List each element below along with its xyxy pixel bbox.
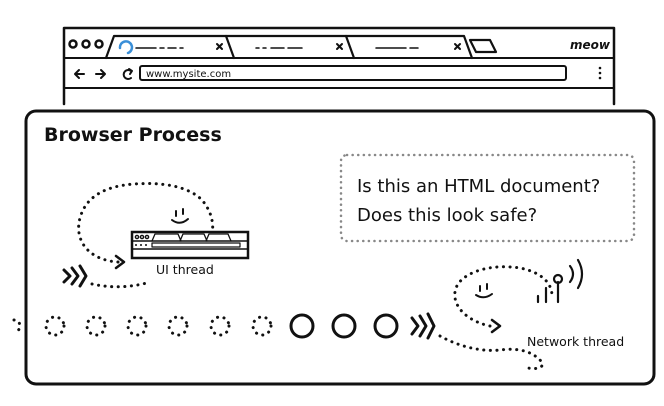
new-tab-button[interactable] [468,38,498,54]
network-signal-antenna-icon [536,258,584,304]
ui-thread-label: UI thread [156,262,214,277]
question-line-2: Does this look safe? [357,205,537,226]
network-signal-chevrons [410,312,436,340]
kebab-menu-icon[interactable] [598,66,602,80]
message-circle-solid-3 [373,313,399,339]
tab-2[interactable] [224,34,356,60]
message-circle-solid-1 [289,313,315,339]
reload-icon[interactable] [122,68,133,80]
network-thread-character: Network thread [438,258,624,370]
network-thread-label: Network thread [527,334,624,349]
ui-thread-arrow-head [114,254,126,270]
close-window-icon[interactable] [68,39,78,49]
close-tab-2-icon[interactable] [336,43,343,50]
close-tab-3-icon[interactable] [454,43,461,50]
message-circle-faint-5 [209,315,231,337]
question-bubble [339,153,636,243]
maximize-window-icon[interactable] [94,39,104,49]
ui-thread-character: UI thread [77,182,250,277]
window-controls[interactable] [68,39,104,49]
message-circle-faint-1 [44,315,66,337]
browser-process-title: Browser Process [44,124,222,146]
message-circles-row [12,313,399,339]
loading-spinner-icon [118,40,134,55]
tab-3[interactable] [344,34,474,60]
forward-arrow-icon[interactable] [95,69,106,79]
question-line-1: Is this an HTML document? [357,176,600,197]
browser-process-panel [24,109,656,386]
panel-backdrop [0,106,664,406]
ui-thread-body-outline [77,182,215,264]
message-circle-faint-2 [85,315,107,337]
close-tab-1-icon[interactable] [216,43,223,50]
minimize-window-icon[interactable] [81,39,91,49]
network-thread-arrow-head [490,318,502,334]
address-bar-url: www.mysite.com [146,69,231,80]
message-circle-faint-4 [167,315,189,337]
tab-1[interactable] [104,34,236,60]
message-circle-faint-6 [251,315,273,337]
network-thread-smile [475,293,493,299]
ui-thread-smile [171,218,189,224]
ui-thread-mini-browser-icon [130,230,250,260]
network-thread-body-outline [453,265,554,328]
browser-window-frame [62,26,616,106]
message-circle-faint-3 [126,315,148,337]
network-thread-trail [438,334,544,370]
address-bar[interactable] [139,65,567,81]
browser-brand: meow [570,38,611,52]
message-circle-solid-2 [331,313,357,339]
ui-thread-signal-chevrons [62,264,88,288]
browser-window: meow www.mysite.com [62,26,616,106]
ui-thread-signal-trail [90,280,152,289]
back-arrow-icon[interactable] [74,69,85,79]
